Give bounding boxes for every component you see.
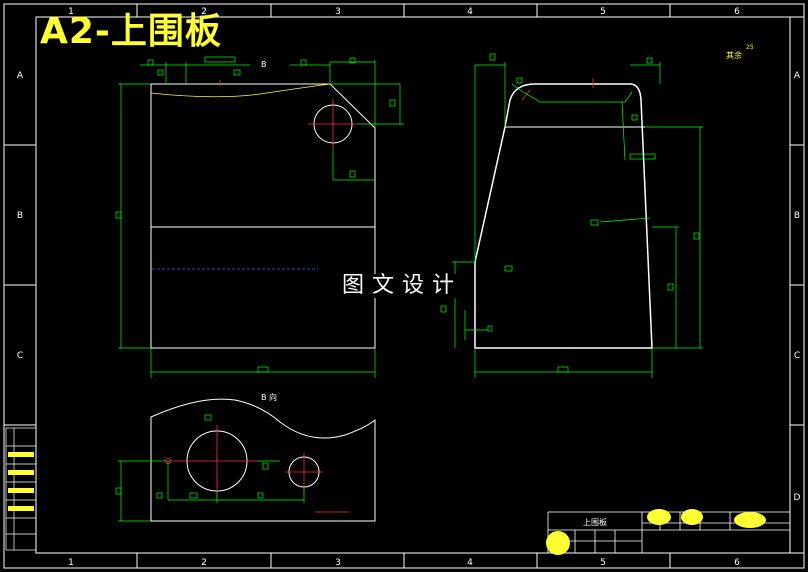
grid-row-left-c: C: [17, 351, 23, 361]
left-stamp-table: [5, 427, 37, 551]
drawing-title: A2-上围板: [40, 11, 222, 52]
watermark-text: 图文设计: [340, 273, 465, 299]
front-view-centerlines: [219, 80, 358, 149]
grid-labels: 1 2 3 4 5 6 1 2 3 4 5 6 A B C A B C D: [17, 7, 801, 568]
title-block-highlights: [546, 509, 766, 555]
note-roughness-value: 25: [746, 44, 754, 51]
left-stamp-marks: [8, 452, 34, 511]
grid-col-bottom-4: 4: [467, 558, 473, 568]
title-block-part-name: 上围板: [583, 517, 607, 527]
bottom-view: [150, 398, 376, 522]
bottom-view-label-b: B 向: [261, 392, 277, 402]
grid-row-right-d: D: [794, 493, 801, 503]
front-view-dimensions: [115, 56, 404, 378]
side-view-centerlines: [521, 78, 594, 101]
grid-row-left-a: A: [17, 71, 24, 81]
grid-row-right-c: C: [794, 351, 800, 361]
grid-col-top-5: 5: [600, 7, 606, 17]
side-view-dimensions: [440, 53, 703, 378]
grid-col-top-4: 4: [467, 7, 473, 17]
bottom-view-dimensions: [115, 414, 305, 522]
drawing-frame: [3, 3, 805, 569]
grid-col-bottom-5: 5: [600, 558, 606, 568]
grid-col-top-3: 3: [335, 7, 341, 17]
grid-col-bottom-1: 1: [68, 558, 74, 568]
front-view-label-b: B: [261, 60, 267, 69]
grid-col-bottom-2: 2: [201, 558, 207, 568]
bottom-view-centerlines: [165, 425, 350, 513]
grid-col-bottom-6: 6: [734, 558, 740, 568]
grid-col-top-1: 1: [68, 7, 74, 17]
grid-row-right-b: B: [794, 211, 800, 221]
grid-row-right-a: A: [794, 71, 801, 81]
side-view: [474, 83, 653, 349]
grid-col-top-6: 6: [734, 7, 740, 17]
grid-col-top-2: 2: [201, 7, 207, 17]
grid-col-bottom-3: 3: [335, 558, 341, 568]
note-rest: 其余: [726, 50, 742, 60]
grid-row-left-b: B: [17, 211, 23, 221]
